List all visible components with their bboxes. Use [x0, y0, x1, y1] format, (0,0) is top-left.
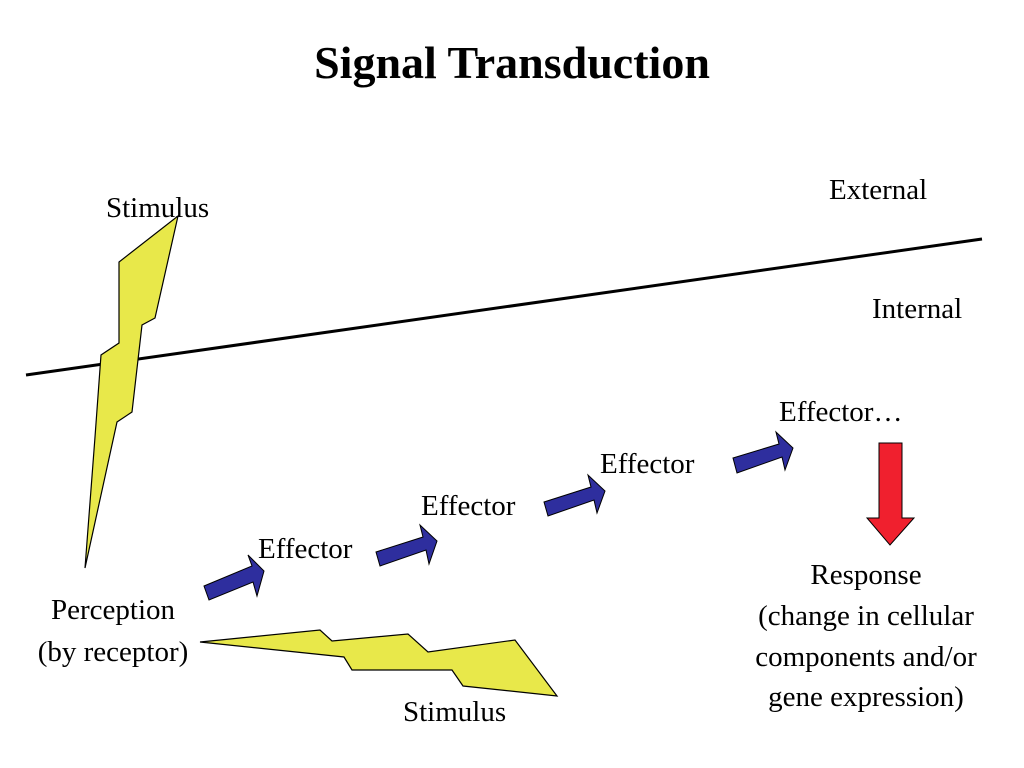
- external-label: External: [829, 174, 927, 206]
- stimulus-label-top: Stimulus: [106, 192, 209, 224]
- perception-label-line2: (by receptor): [38, 636, 189, 668]
- internal-label: Internal: [872, 293, 962, 325]
- arrow-to-response: [865, 442, 916, 546]
- arrow-perception-to-effector-1: [203, 554, 265, 601]
- response-label-line4: gene expression): [768, 681, 964, 713]
- response-label-line2: (change in cellular: [758, 600, 974, 632]
- effector-label-3: Effector: [600, 448, 695, 480]
- perception-label-line1: Perception: [51, 594, 176, 626]
- membrane-line: [25, 237, 983, 377]
- effector-label-4: Effector…: [779, 396, 902, 428]
- response-label-line3: components and/or: [755, 641, 977, 673]
- stimulus-lightning-vertical: [84, 214, 179, 569]
- page-title: Signal Transduction: [314, 37, 710, 88]
- stimulus-lightning-horizontal: [199, 629, 559, 697]
- stimulus-label-bottom: Stimulus: [403, 696, 506, 728]
- arrow-effector-2-to-3: [543, 473, 606, 517]
- arrow-effector-1-to-2: [375, 523, 438, 567]
- effector-label-1: Effector: [258, 533, 353, 565]
- effector-label-2: Effector: [421, 490, 516, 522]
- response-label-line1: Response: [810, 559, 921, 591]
- arrow-effector-3-to-4: [732, 430, 794, 474]
